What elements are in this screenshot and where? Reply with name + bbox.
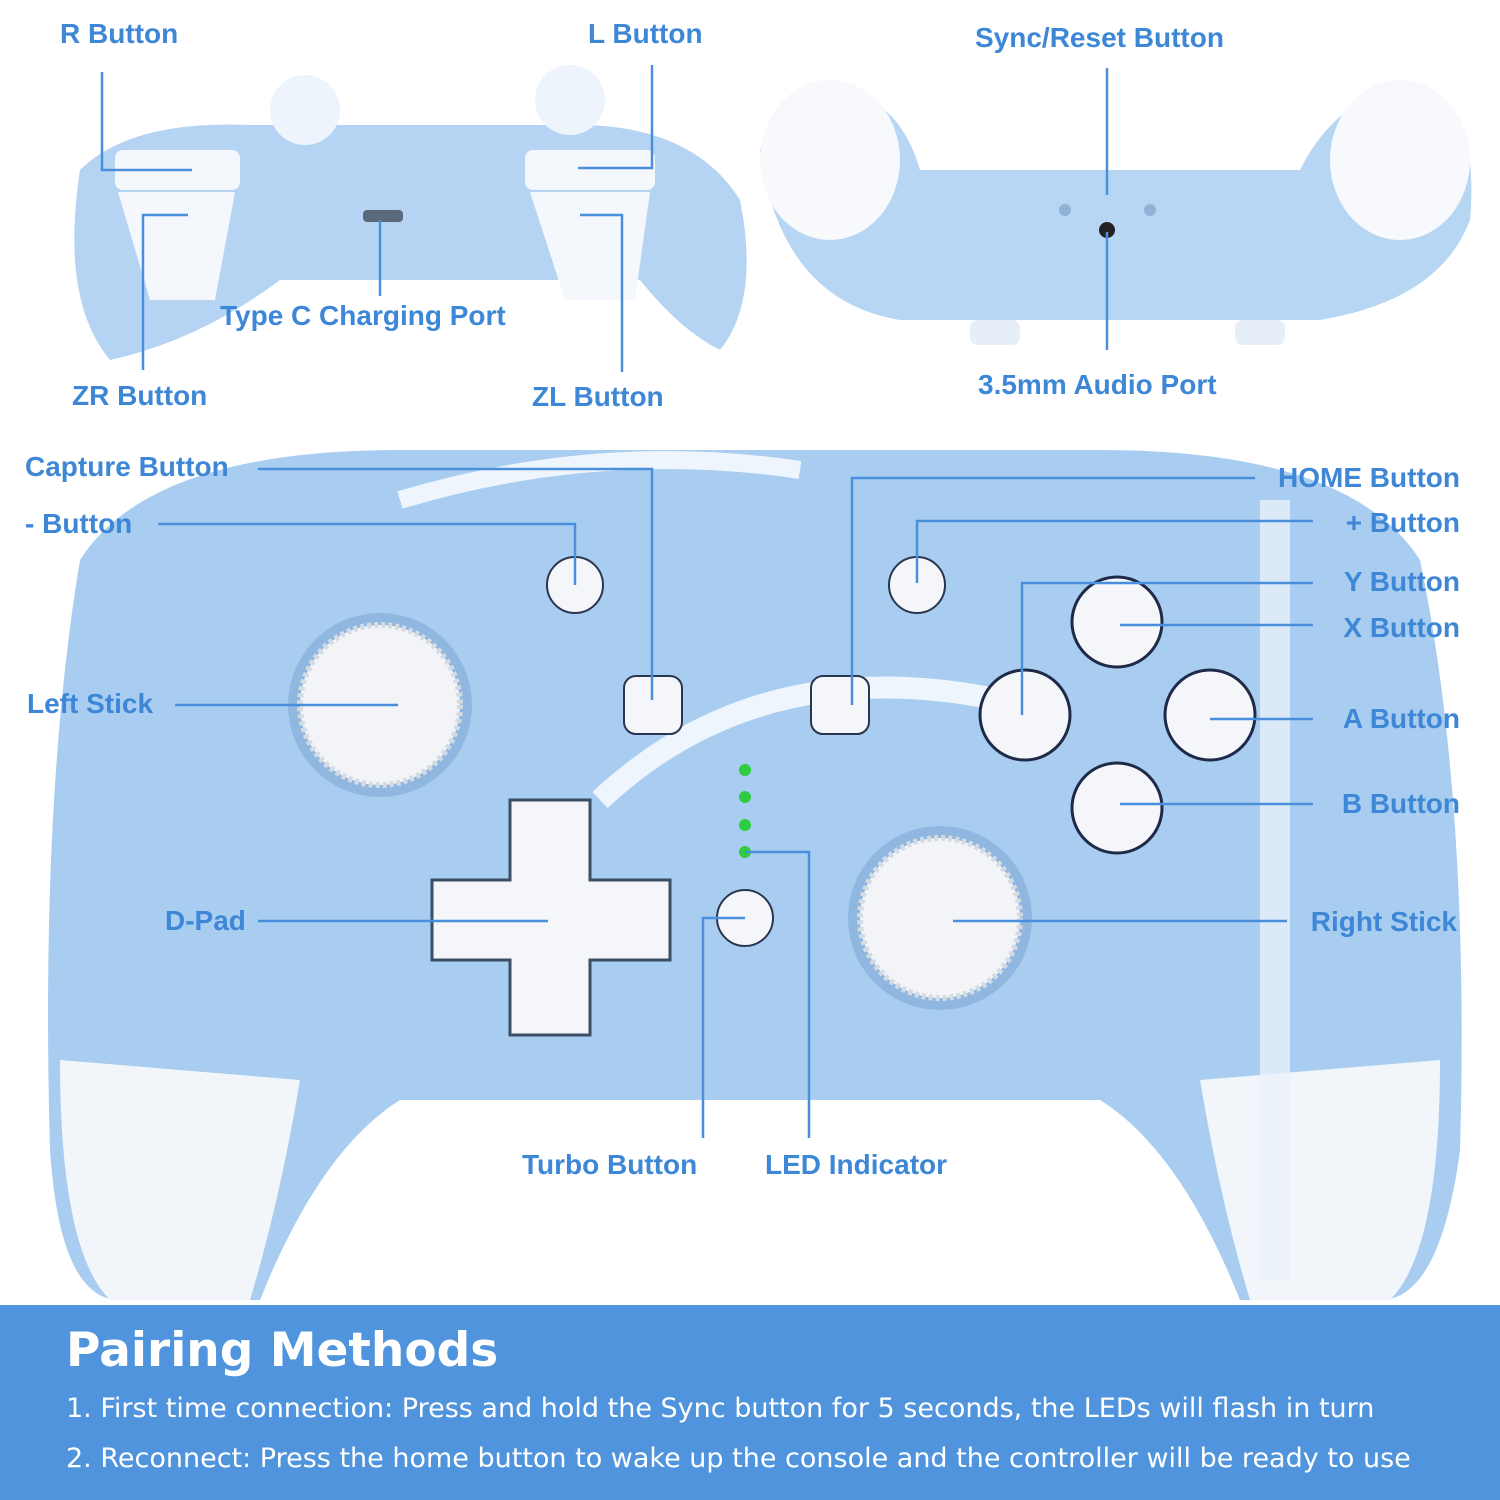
label-l-button: L Button (588, 18, 703, 49)
pairing-step-1: 1. First time connection: Press and hold… (66, 1393, 1375, 1424)
label-y: Y Button (1343, 566, 1460, 597)
label-minus: - Button (25, 508, 133, 539)
pairing-step-2: 2. Reconnect: Press the home button to w… (66, 1443, 1411, 1474)
audio-jack (1099, 222, 1115, 238)
dpad (430, 798, 672, 1037)
controller-bottom-view (760, 80, 1472, 345)
y-face-button (978, 668, 1072, 762)
label-turbo: Turbo Button (522, 1149, 698, 1180)
controller-front-view (48, 450, 1462, 1300)
label-led: LED Indicator (765, 1149, 948, 1180)
right-stick (857, 835, 1023, 1001)
x-face-button (1070, 575, 1164, 669)
label-plus: + Button (1345, 507, 1460, 538)
pairing-title: Pairing Methods (66, 1323, 499, 1378)
home-button (810, 675, 870, 735)
label-x: X Button (1343, 612, 1460, 643)
label-dpad: D-Pad (165, 905, 246, 936)
label-capture: Capture Button (25, 451, 229, 482)
leader-lines (100, 65, 1313, 1138)
controller-top-view (74, 65, 747, 360)
label-a: A Button (1342, 703, 1460, 734)
label-left-stick: Left Stick (27, 688, 154, 719)
label-home: HOME Button (1278, 462, 1460, 493)
label-zr-button: ZR Button (72, 380, 208, 411)
label-sync-reset: Sync/Reset Button (975, 22, 1224, 53)
usb-c-port (363, 210, 403, 222)
label-r-button: R Button (60, 18, 179, 49)
pairing-methods-banner: Pairing Methods 1. First time connection… (0, 1305, 1500, 1500)
a-face-button (1163, 668, 1257, 762)
label-zl-button: ZL Button (532, 381, 664, 412)
label-b: B Button (1341, 788, 1460, 819)
label-right-stick: Right Stick (1310, 906, 1457, 937)
led-dots (739, 764, 751, 858)
b-face-button (1070, 761, 1164, 855)
label-type-c: Type C Charging Port (220, 300, 506, 331)
label-audio-port: 3.5mm Audio Port (978, 369, 1217, 400)
